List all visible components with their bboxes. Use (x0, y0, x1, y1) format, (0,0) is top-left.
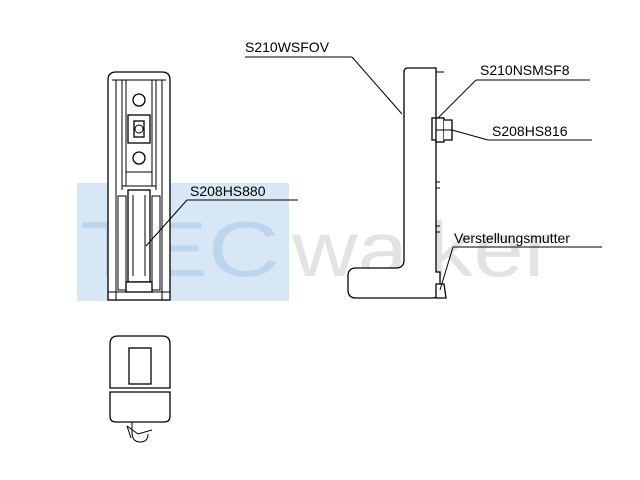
bottom-view (109, 335, 171, 443)
label-inner-part: S208HS880 (190, 183, 266, 199)
front-inner-slide (127, 189, 151, 283)
front-view (107, 71, 171, 301)
part-labels: S210WSFOV S210NSMSF8 S208HS816 S208HS880… (190, 39, 570, 246)
leaders (145, 56, 602, 291)
front-hole-bottom (132, 151, 146, 165)
front-hole-top (132, 93, 146, 107)
label-frame-part: S210WSFOV (245, 39, 330, 55)
label-adjust-nut: Verstellungsmutter (454, 230, 570, 246)
bottom-view-slot (128, 347, 152, 385)
side-view (347, 67, 453, 299)
side-view-outline (347, 67, 441, 299)
label-clip-part: S208HS816 (492, 123, 568, 139)
label-top-part: S210NSMSF8 (480, 62, 570, 78)
watermark: TEC walker (77, 183, 554, 301)
